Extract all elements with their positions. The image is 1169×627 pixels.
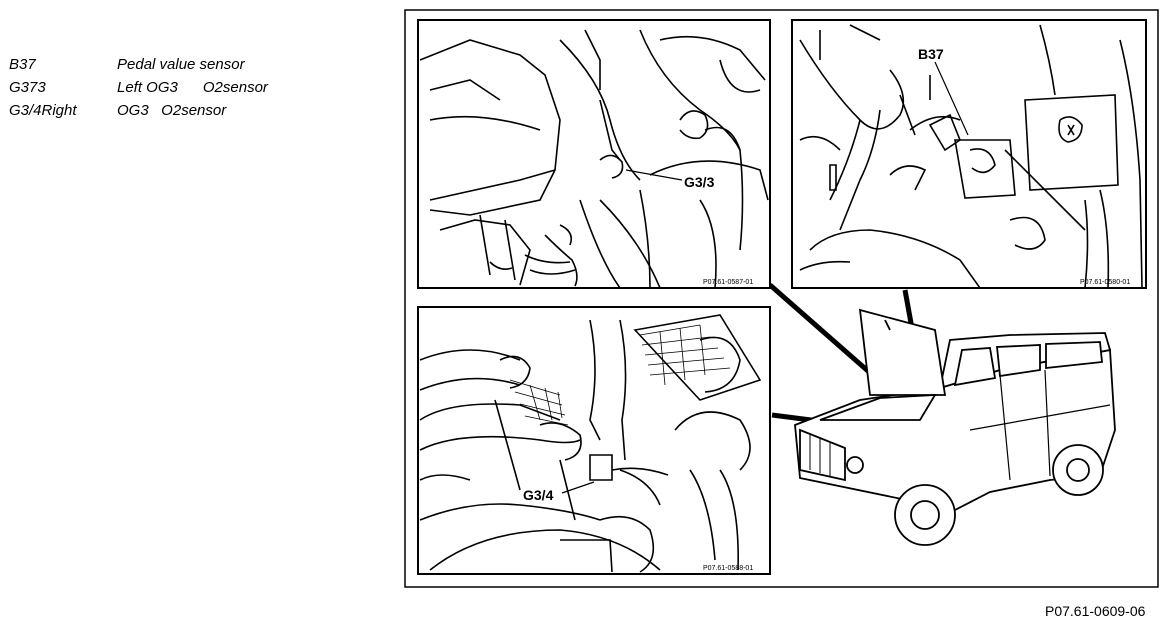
legend-code: G3/4Right: [9, 102, 77, 119]
callout-leader: [561, 481, 595, 494]
callout-g3-3: G3/3: [684, 174, 715, 190]
callout-g3-4: G3/4: [523, 487, 554, 503]
legend-desc: Pedal value sensor: [117, 56, 245, 73]
legend-desc: OG3 O2sensor: [117, 102, 227, 119]
panel-ref: P07.61-0588-01: [703, 565, 753, 572]
figure-id: P07.61-0609-06: [1045, 603, 1146, 619]
callout-leader: [934, 61, 969, 136]
callout-leader: [625, 169, 683, 181]
callout-b37: B37: [918, 46, 944, 62]
legend-code: G373: [9, 79, 46, 96]
legend-desc: Left OG3 O2sensor: [117, 79, 268, 96]
legend-code: B37: [9, 56, 36, 73]
panel-top-right: B37 P07.61-0580-01: [791, 19, 1147, 289]
floor-pattern: [509, 324, 731, 426]
panel-top-left: G3/3 P07.61-0587-01: [417, 19, 771, 289]
vehicle-illustration: [794, 308, 1116, 546]
panel-ref: P07.61-0580-01: [1080, 279, 1130, 286]
panel-bottom-left: G3/4 P07.61-0588-01: [417, 306, 771, 575]
panel-ref: P07.61-0587-01: [703, 279, 753, 286]
